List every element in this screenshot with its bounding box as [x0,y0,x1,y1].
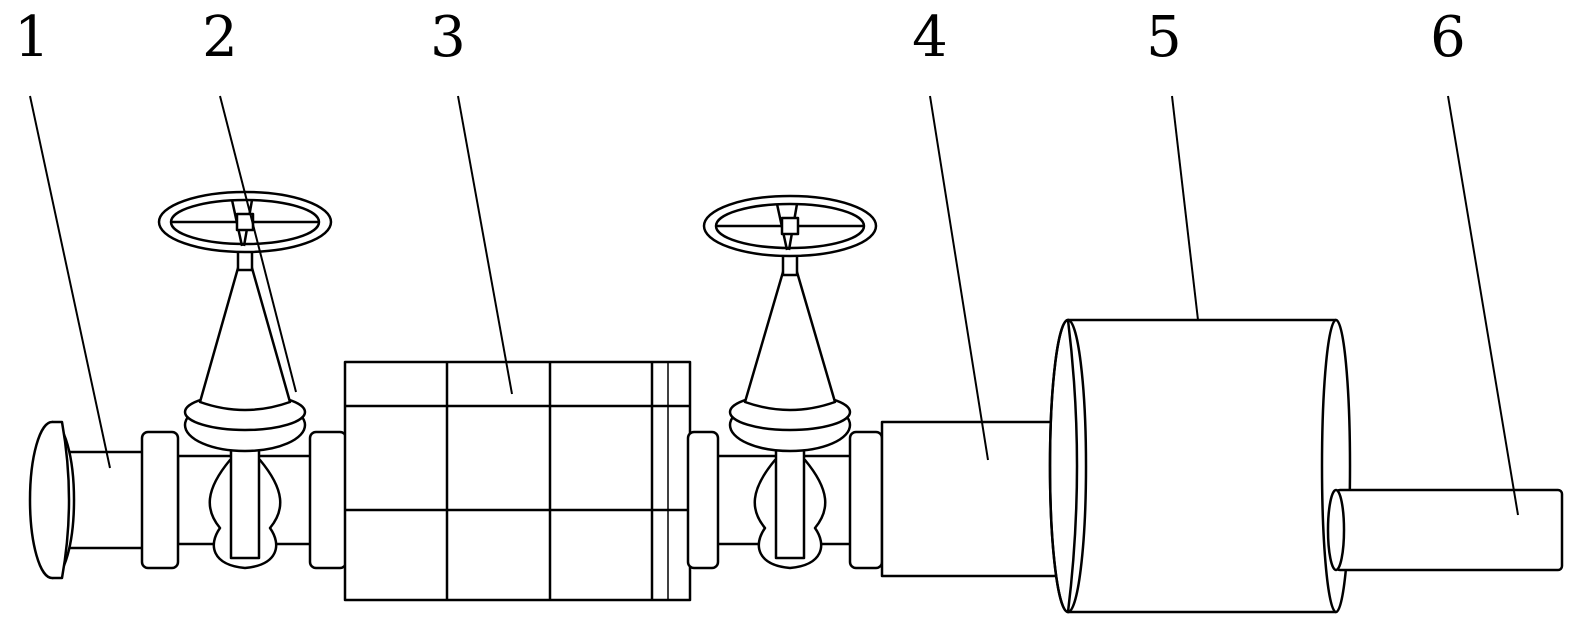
part-label-4: 4 [912,5,948,70]
filter-unit [345,362,690,600]
inlet-pipe [30,422,150,578]
leader-line-6 [1448,96,1518,515]
part-label-1: 1 [14,5,50,70]
part-label-2: 2 [202,5,238,70]
valve-right [704,196,876,568]
part-label-6: 6 [1430,5,1466,70]
drum-5 [1050,320,1350,612]
outlet-pipe [1328,490,1562,570]
leader-line-2 [220,96,296,392]
leader-line-1 [30,96,110,468]
sleeve-4 [882,422,1075,576]
valve-left [159,192,331,568]
leader-line-5 [1172,96,1198,320]
leader-line-3 [458,96,512,394]
leader-line-4 [930,96,988,460]
part-label-5: 5 [1146,5,1182,70]
part-label-3: 3 [430,5,466,70]
